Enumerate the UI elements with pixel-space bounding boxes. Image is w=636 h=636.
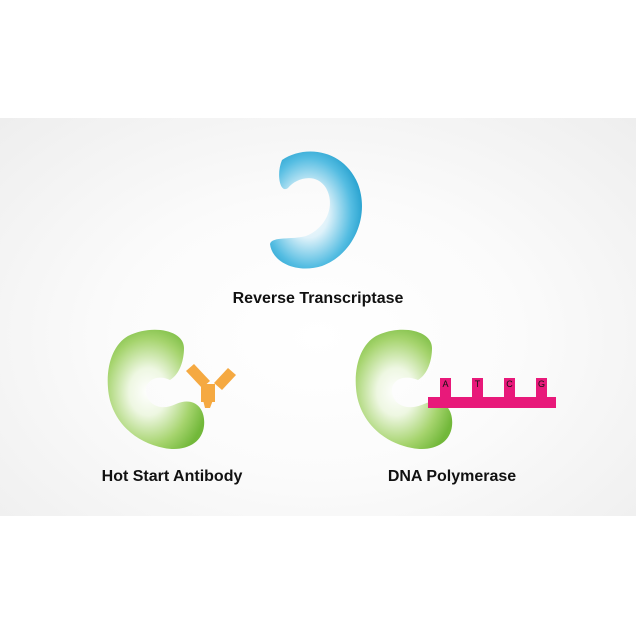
- dna-polymerase-label: DNA Polymerase: [387, 468, 517, 485]
- dna-base-letters: A T C G: [442, 379, 545, 389]
- dna-tooth-c: [504, 378, 515, 398]
- hot-start-antibody-label: Hot Start Antibody: [101, 468, 243, 485]
- dna-base-t: T: [475, 379, 481, 389]
- reverse-transcriptase-enzyme: [270, 151, 362, 269]
- dna-strand: [428, 378, 556, 408]
- dna-polymerase-enzyme: [355, 329, 453, 450]
- dna-tooth-t: [472, 378, 483, 398]
- antibody: [186, 364, 236, 408]
- dna-tooth-g: [536, 378, 547, 398]
- reverse-transcriptase-label: Reverse Transcriptase: [232, 290, 404, 307]
- dna-base-g: G: [538, 379, 545, 389]
- background-panel: [0, 118, 636, 516]
- dna-base-c: C: [506, 379, 513, 389]
- dna-base-a: A: [442, 379, 448, 389]
- hot-start-enzyme: [107, 329, 205, 450]
- dna-backbone: [428, 397, 556, 408]
- dna-tooth-a: [440, 378, 451, 398]
